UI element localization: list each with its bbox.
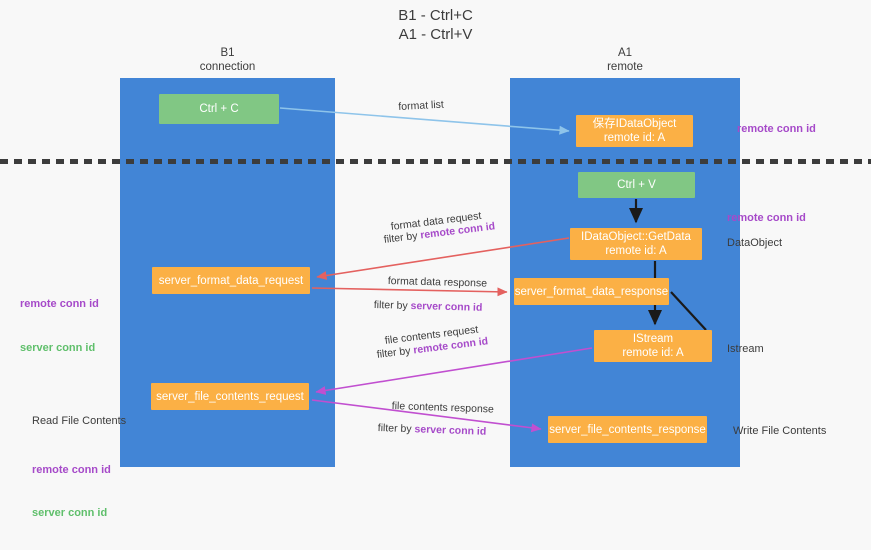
edge-label-file-contents-response: file contents response [391,399,495,416]
node-server-format-data-request-label: server_format_data_request [158,274,304,287]
diagram-canvas: B1 - Ctrl+C A1 - Ctrl+V B1 connection A1… [0,7,871,519]
filter-prefix: filter by [383,229,422,246]
section-divider [0,159,871,164]
node-ctrl-v[interactable]: Ctrl + V [578,172,695,198]
node-istream[interactable]: IStream remote id: A [594,330,712,362]
edge-label-format-data-response: format data response [387,274,488,290]
node-server-file-contents-response-label: server_file_contents_response [549,423,706,436]
annotation-read-file-contents-group: Read File Contents remote conn id server… [32,385,126,550]
edge-label-file-contents-response-filter: filter by server conn id [378,421,487,439]
node-server-format-data-response[interactable]: server_format_data_response [514,278,669,305]
filter-key-server-conn-id: server conn id [414,423,487,438]
annotation-remote-conn-id-top: remote conn id [737,123,816,135]
annotation-dataobject: DataObject [727,237,783,249]
node-server-file-contents-request[interactable]: server_file_contents_request [151,383,309,410]
filter-prefix: filter by [377,421,415,436]
edge-label-format-data-response-filter: filter by server conn id [374,298,483,315]
annotation-remote-conn-id: remote conn id [20,298,99,310]
annotation-remote-conn-id-mid: remote conn id [727,212,806,224]
node-idataobject-getdata[interactable]: IDataObject::GetData remote id: A [570,228,702,260]
node-server-file-contents-response[interactable]: server_file_contents_response [548,416,707,443]
node-istream-label: IStream [632,333,674,345]
node-server-format-data-response-label: server_format_data_response [514,285,669,298]
filter-prefix: filter by [373,298,411,312]
lane-header-a1: A1 remote [607,47,643,73]
node-server-format-data-request[interactable]: server_format_data_request [152,267,310,294]
node-save-idataobject[interactable]: 保存IDataObject remote id: A [576,115,693,147]
node-ctrl-c[interactable]: Ctrl + C [159,94,279,124]
annotation-server-conn-id: server conn id [32,507,108,519]
annotation-conn-ids-mid: remote conn id server conn id [20,268,99,384]
node-idataobject-getdata-label: IDataObject::GetData [581,231,691,243]
node-save-idataobject-label: 保存IDataObject [592,118,677,130]
node-idataobject-getdata-sub: remote id: A [605,245,667,257]
lane-header-b1: B1 connection [199,47,256,73]
annotation-remote-conn-id: remote conn id [32,463,111,476]
filter-key-server-conn-id: server conn id [410,299,483,314]
node-save-idataobject-sub: remote id: A [603,132,666,144]
annotation-server-conn-id: server conn id [20,341,96,354]
node-ctrl-v-label: Ctrl + V [617,179,656,191]
page-title: B1 - Ctrl+C A1 - Ctrl+V [398,7,473,43]
annotation-istream: Istream [727,343,764,355]
filter-prefix: filter by [376,344,415,361]
annotation-read-file-contents: Read File Contents [32,415,127,427]
edge-label-format-list: format list [398,98,445,113]
node-istream-sub: remote id: A [622,347,684,359]
annotation-write-file-contents: Write File Contents [733,425,827,437]
node-server-file-contents-request-label: server_file_contents_request [156,390,304,403]
node-ctrl-c-label: Ctrl + C [199,103,239,115]
